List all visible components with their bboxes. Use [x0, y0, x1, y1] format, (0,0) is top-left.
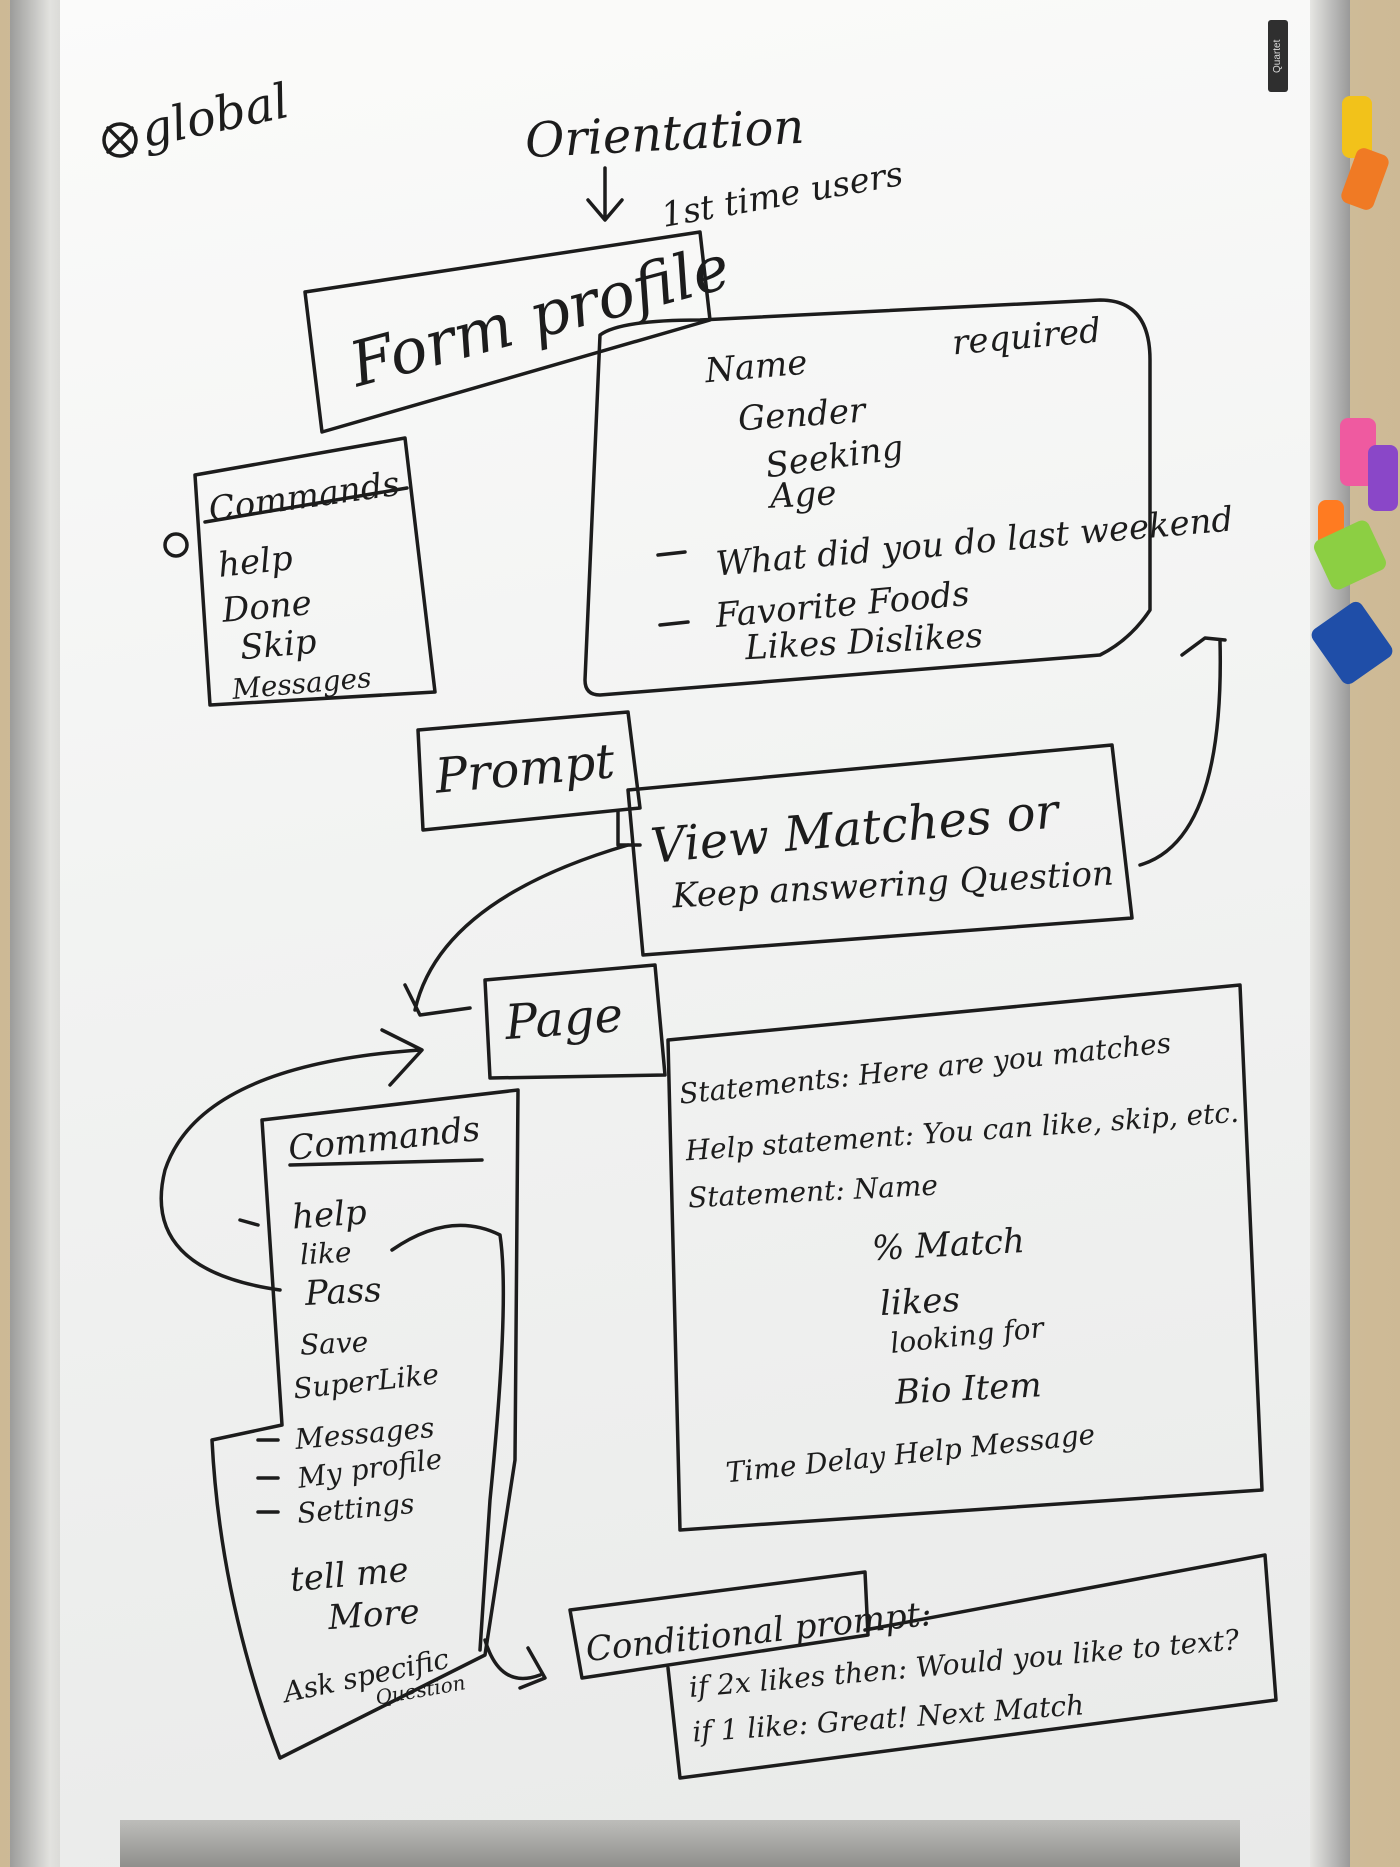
commands-bottom-help: help	[290, 1192, 368, 1238]
loop-arrow	[1138, 636, 1227, 867]
commands-bottom-pass: Pass	[304, 1270, 383, 1314]
statement-bio-item: Bio Item	[894, 1365, 1043, 1413]
prompt-title: Prompt	[432, 733, 617, 805]
commands-top-box	[193, 436, 437, 707]
to-page-arrow	[403, 843, 630, 1017]
purple-magnet	[1368, 445, 1398, 511]
conditional-box	[568, 1570, 870, 1680]
statements-box	[666, 983, 1264, 1532]
commands-bottom-box	[210, 1088, 520, 1760]
profile-fields-box	[583, 298, 1152, 697]
marker-tray	[120, 1820, 1240, 1867]
statement-percent-match: % Match	[871, 1221, 1026, 1269]
commands-top-done: Done	[220, 583, 314, 631]
whiteboard-surface	[60, 0, 1310, 1867]
commands-bottom-tell-me: tell me	[288, 1549, 411, 1601]
commands-top-skip: Skip	[238, 621, 319, 669]
statement-likes: likes	[879, 1279, 961, 1325]
orientation-arrow	[586, 166, 624, 222]
to-conditional-arrow	[483, 1638, 547, 1690]
commands-bottom-save: Save	[299, 1325, 370, 1362]
commands-bottom-more: More	[326, 1591, 421, 1639]
yellow-magnet	[1342, 96, 1372, 158]
view-matches-box	[626, 743, 1134, 957]
commands-top-help: help	[216, 538, 295, 586]
page-box	[483, 963, 667, 1080]
help-marker-icon	[163, 532, 189, 558]
global-circle-icon	[102, 122, 138, 158]
field-age: Age	[768, 473, 838, 517]
orientation-title: Orientation	[523, 98, 806, 170]
prompt-box	[416, 710, 642, 832]
field-gender: Gender	[736, 390, 867, 440]
left-loop-arrow	[159, 1028, 424, 1292]
field-name: Name	[703, 342, 809, 392]
commands-bottom-like: like	[299, 1235, 353, 1272]
page-title: Page	[503, 986, 625, 1052]
